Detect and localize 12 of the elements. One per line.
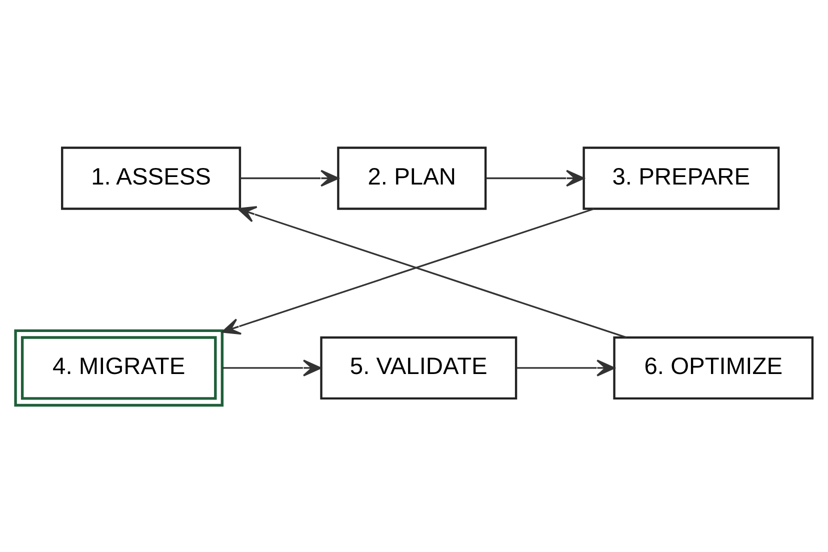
node-box: 5. VALIDATE [320, 336, 518, 400]
node-box: 4. MIGRATE [14, 328, 224, 406]
arrow [240, 169, 339, 186]
arrow [222, 208, 594, 334]
node-box: 6. OPTIMIZE [613, 336, 814, 400]
node-box: 2. PLAN [337, 146, 487, 210]
node-box: 3. PREPARE [582, 146, 780, 210]
node-box: 1. ASSESS [61, 146, 242, 210]
arrow [516, 359, 616, 376]
arrow [222, 359, 322, 376]
arrow [486, 169, 584, 186]
arrow [237, 206, 627, 338]
